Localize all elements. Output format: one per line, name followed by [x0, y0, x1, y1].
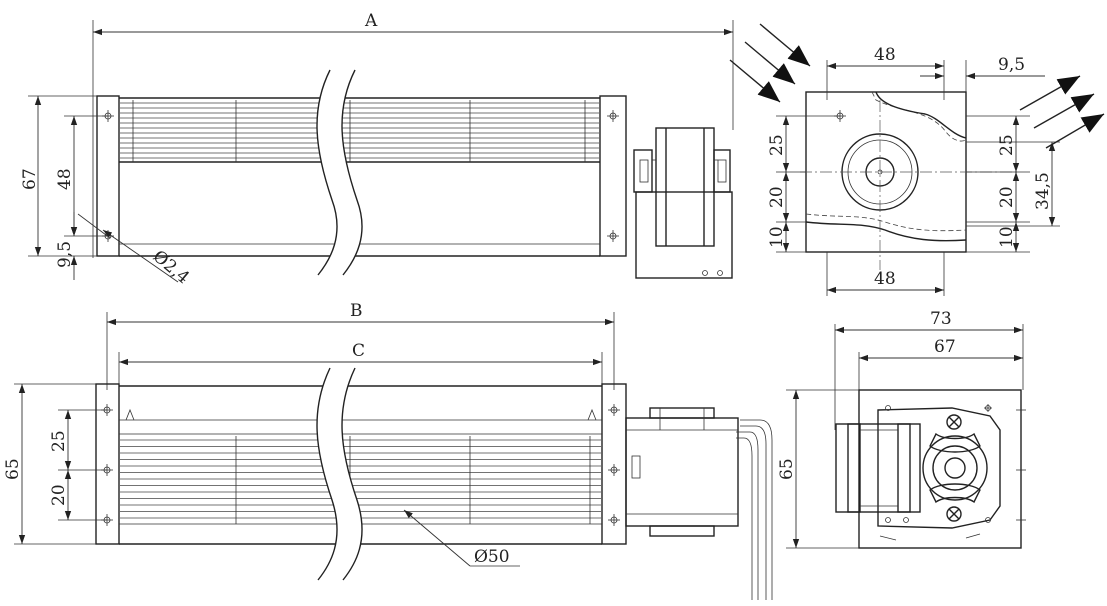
dim-50-label: Ø50: [474, 547, 510, 567]
dim-65-left-label: 65: [3, 458, 23, 480]
dim-9-5-left-label: 9,5: [55, 241, 75, 268]
dim-10-r2-label: 10: [997, 226, 1017, 248]
dim-34-5-label: 34,5: [1033, 172, 1053, 210]
dim-48-top-label: 48: [874, 45, 896, 65]
airflow-out-arrows: [1019, 75, 1105, 149]
top-side-view: 48 9,5 25 20 10 25 20 10 34,5 48: [767, 45, 1060, 296]
dim-20-r2-label: 20: [997, 186, 1017, 208]
bottom-front-view: B C: [3, 301, 773, 600]
dim-48-bottom-label: 48: [874, 269, 896, 289]
dim-25-r2-label: 25: [997, 134, 1017, 156]
dim-65-right-label: 65: [777, 458, 797, 480]
dim-a-label: A: [364, 11, 378, 31]
motor-bottom: [625, 407, 773, 600]
dim-hole-2-4-label: Ø2,4: [149, 247, 193, 289]
dim-9-5-top-label: 9,5: [998, 55, 1025, 75]
dim-73-label: 73: [930, 309, 952, 329]
dim-c-label: C: [352, 341, 365, 361]
dim-48-left-label: 48: [55, 168, 75, 190]
dim-67-left-label: 67: [20, 168, 40, 190]
dim-b-label: B: [350, 301, 363, 321]
dim-20-left2-label: 20: [49, 484, 69, 506]
bottom-side-view: 73 67: [777, 309, 1026, 549]
dim-25-left2-label: 25: [49, 430, 69, 452]
airflow-in-arrows: [729, 23, 811, 103]
impeller-blades-bottom: [120, 439, 601, 519]
dim-20-r1-label: 20: [767, 186, 787, 208]
dim-25-r1-label: 25: [767, 134, 787, 156]
dim-10-r1-label: 10: [767, 226, 787, 248]
impeller-blades-top: [120, 102, 599, 159]
top-front-view: A: [20, 11, 734, 289]
dim-67-right-label: 67: [934, 337, 956, 357]
motor-top: [633, 127, 733, 279]
